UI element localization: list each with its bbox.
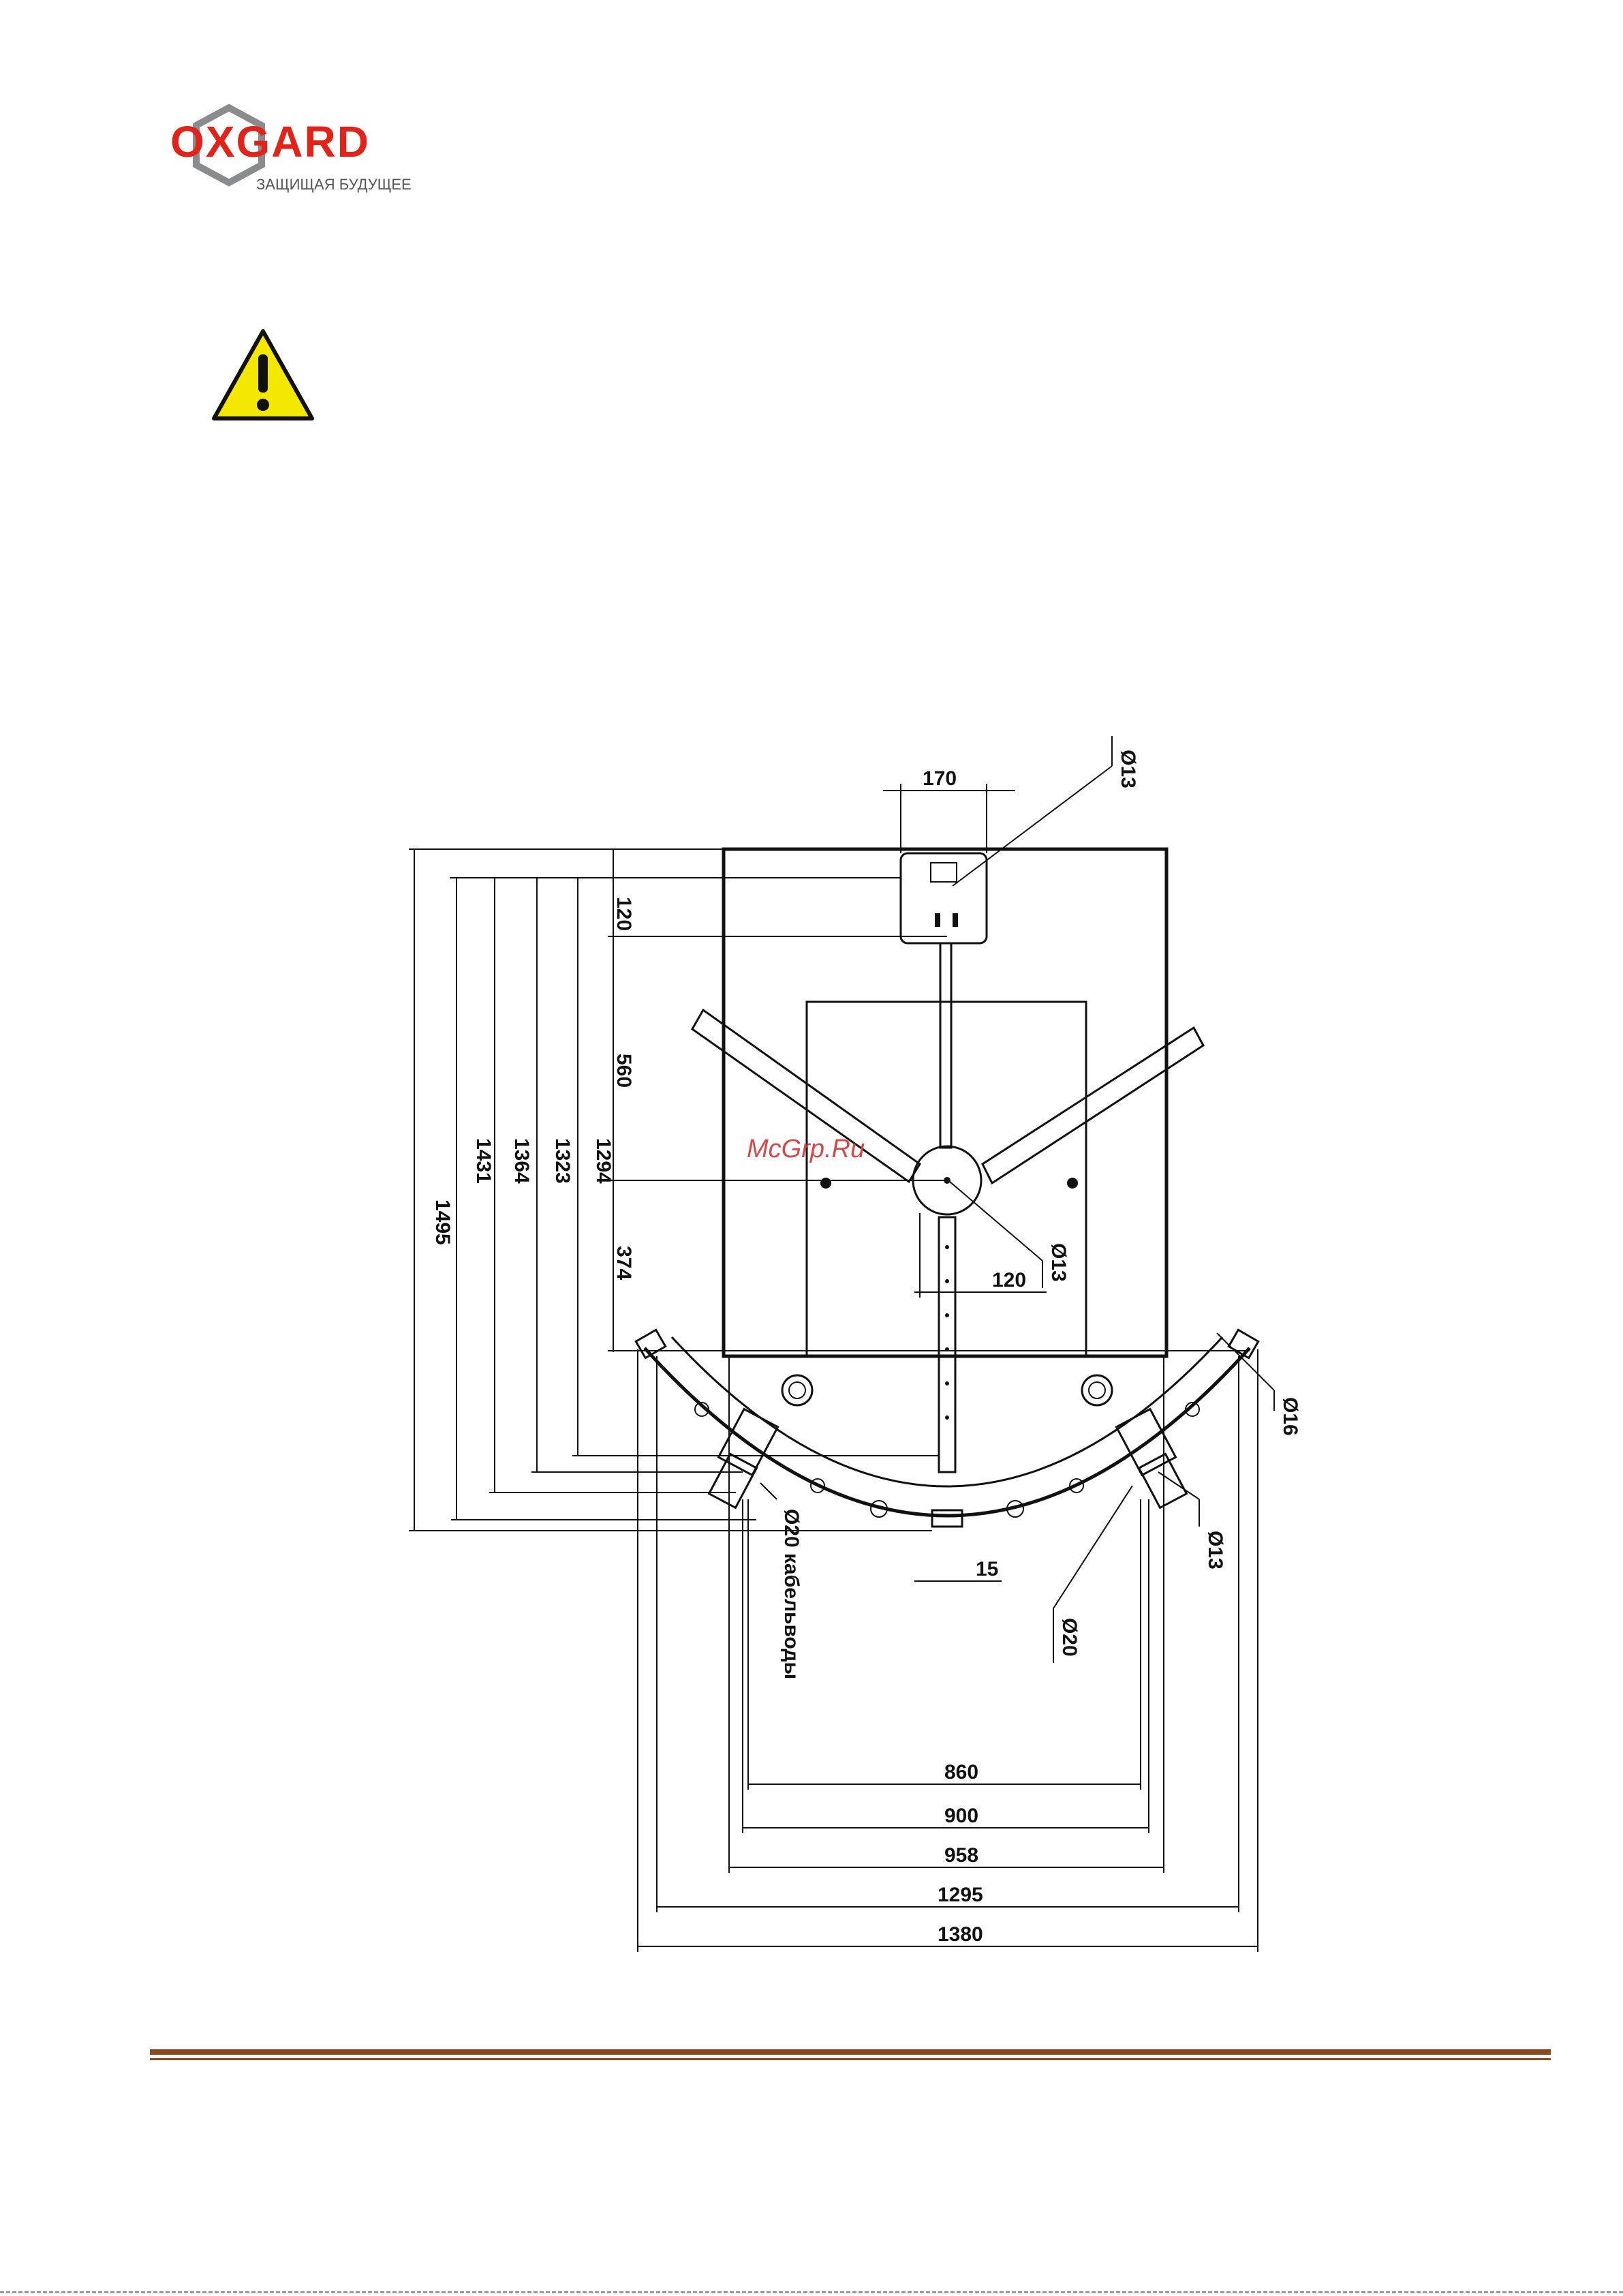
watermark: McGrp.Ru: [747, 1135, 865, 1163]
dim-1380: 1380: [938, 1923, 983, 1946]
dim-374: 374: [613, 1246, 635, 1280]
callout-hole-center: Ø13: [1047, 1243, 1070, 1282]
page-bottom-dashed-line: [0, 2291, 1623, 2293]
right-arm: [983, 1028, 1203, 1183]
footer-rule-thick: [150, 2049, 1551, 2055]
vertical-dim-labels: 1495 1431 1364 1323 1294 120 560 374: [431, 897, 635, 1280]
dim-1295: 1295: [938, 1884, 983, 1906]
arc-base-outer: [645, 1348, 1250, 1516]
callout-hole-right-base: Ø20: [1058, 1618, 1081, 1657]
dim-15: 15: [976, 1558, 998, 1580]
dim-860: 860: [944, 1761, 978, 1784]
dim-1495: 1495: [431, 1199, 454, 1245]
dim-560: 560: [613, 1054, 635, 1088]
arc-base-inner: [672, 1337, 1222, 1486]
callout-hole-left-base: Ø20 кабельводы: [780, 1509, 803, 1679]
top-mounting-plate: [901, 853, 987, 943]
callout-labels: Ø13 Ø13 Ø16 Ø13 Ø20 Ø20 кабельводы: [780, 750, 1301, 1679]
dim-958: 958: [944, 1844, 978, 1867]
dim-1323: 1323: [551, 1138, 574, 1184]
dim-120-vertical: 120: [613, 897, 635, 931]
dim-900: 900: [944, 1805, 978, 1827]
footer-rule-thin: [150, 2058, 1551, 2060]
dim-170: 170: [923, 767, 957, 790]
dim-1294: 1294: [592, 1138, 615, 1184]
dim-1431: 1431: [472, 1138, 495, 1184]
cabinet-outline: [724, 849, 1166, 1356]
dim-120-horizontal: 120: [992, 1269, 1026, 1291]
callout-hole-top: Ø13: [1117, 750, 1139, 789]
lower-slot: [939, 1217, 955, 1472]
upper-shaft: [940, 943, 951, 1148]
dim-1364: 1364: [510, 1138, 533, 1184]
callout-hole-right-end: Ø16: [1279, 1397, 1301, 1436]
callout-hole-right-bracket: Ø13: [1204, 1531, 1226, 1570]
